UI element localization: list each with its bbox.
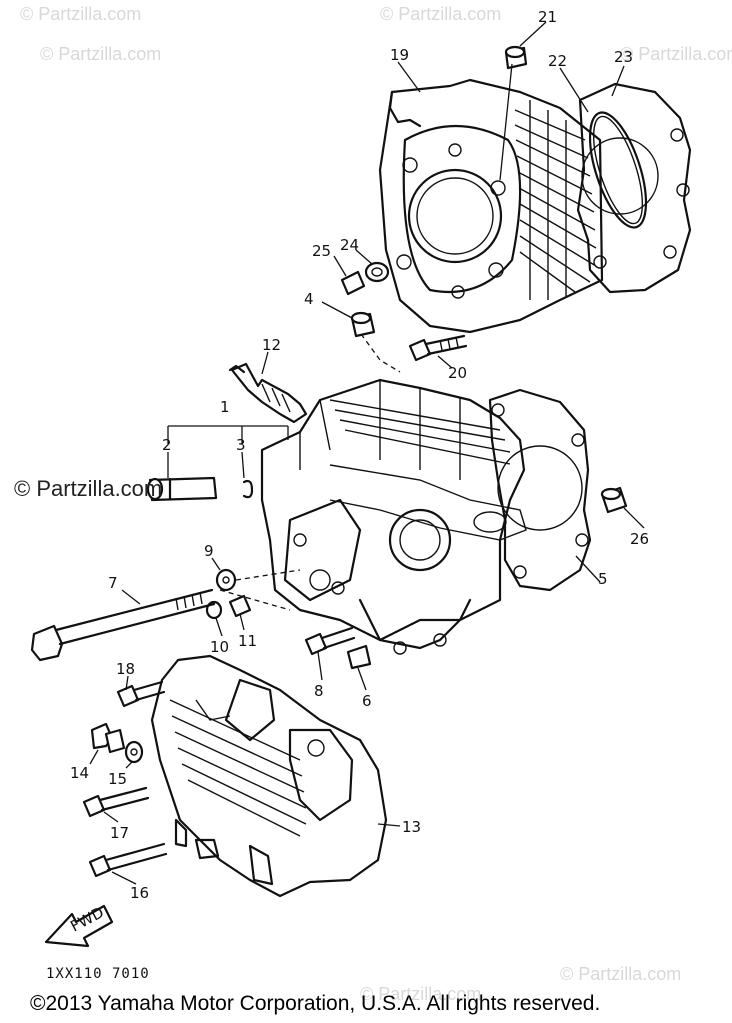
callout-24: 24 xyxy=(340,236,359,254)
callout-6: 6 xyxy=(362,692,372,710)
o-ring-22 xyxy=(588,111,648,229)
callout-1: 1 xyxy=(220,398,230,416)
callout-18: 18 xyxy=(116,660,135,678)
dowel-pin-6 xyxy=(346,644,372,670)
callout-25: 25 xyxy=(312,242,331,260)
callout-15: 15 xyxy=(108,770,127,788)
callout-20: 20 xyxy=(448,364,467,382)
washer-9 xyxy=(215,568,237,592)
partzilla-watermark: © Partzilla.com xyxy=(14,476,163,501)
callout-21: 21 xyxy=(538,8,557,26)
dowel-pin-11 xyxy=(228,594,252,618)
head-bolt-7 xyxy=(30,588,216,662)
watermark-text: © Partzilla.com xyxy=(20,4,141,24)
plug-14 xyxy=(90,722,126,754)
assembly-lines xyxy=(219,63,513,611)
callout-11: 11 xyxy=(238,632,257,650)
callout-19: 19 xyxy=(390,46,409,64)
forward-arrow-icon: FWD xyxy=(44,903,114,948)
bolt-17 xyxy=(82,786,150,818)
circlip xyxy=(242,479,254,499)
cylinder-head xyxy=(260,378,527,655)
bolt-18 xyxy=(116,680,166,708)
callout-13: 13 xyxy=(402,818,421,836)
callout-16: 16 xyxy=(130,884,149,902)
washer-15 xyxy=(124,740,144,764)
valve-guide xyxy=(146,476,218,502)
copyright-notice: ©2013 Yamaha Motor Corporation, U.S.A. A… xyxy=(30,992,601,1015)
callout-23: 23 xyxy=(614,48,633,66)
watermark-text: © Partzilla.com xyxy=(40,44,161,64)
callout-7: 7 xyxy=(108,574,118,592)
leader-lines xyxy=(89,21,645,885)
callout-labels: 21 19 22 23 24 25 4 20 12 1 2 3 5 26 9 7… xyxy=(70,8,649,902)
watermark-text: © Partzilla.com xyxy=(620,44,732,64)
watermark-text: © Partzilla.com xyxy=(380,4,501,24)
callout-3: 3 xyxy=(236,436,246,454)
callout-17: 17 xyxy=(110,824,129,842)
spark-plug xyxy=(228,362,308,424)
callout-26: 26 xyxy=(630,530,649,548)
diagram-code: 1XX110 7010 xyxy=(46,966,150,982)
callout-10: 10 xyxy=(210,638,229,656)
callout-14: 14 xyxy=(70,764,89,782)
callout-22: 22 xyxy=(548,52,567,70)
callout-12: 12 xyxy=(262,336,281,354)
callout-8: 8 xyxy=(314,682,324,700)
bolt-20 xyxy=(408,334,468,362)
cylinder-head-cover xyxy=(150,654,388,898)
watermark-text: © Partzilla.com xyxy=(560,964,681,984)
callout-9: 9 xyxy=(204,542,214,560)
bolt-8 xyxy=(304,626,356,656)
cylinder-block xyxy=(378,78,604,334)
background-watermarks: © Partzilla.com © Partzilla.com © Partzi… xyxy=(20,4,732,1004)
callout-2: 2 xyxy=(162,436,172,454)
callout-5: 5 xyxy=(598,570,608,588)
oil-seal-24 xyxy=(364,261,390,283)
cylinder-head-gasket xyxy=(488,388,592,592)
dowel-pin-25 xyxy=(340,270,366,296)
watermark-text: © Partzilla.com xyxy=(360,984,481,1004)
cylinder-base-gasket xyxy=(576,82,692,294)
callout-bracket-1 xyxy=(167,425,289,444)
callout-4: 4 xyxy=(304,290,314,308)
bolt-16 xyxy=(88,842,168,878)
